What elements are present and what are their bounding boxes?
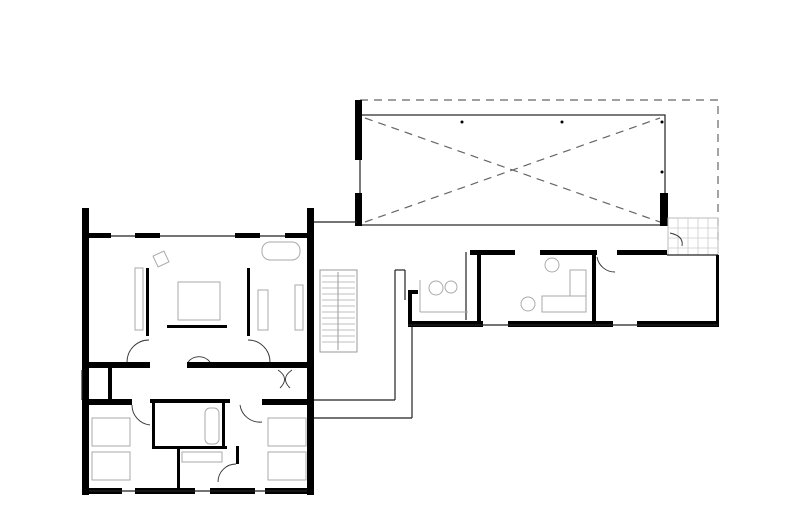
chair bbox=[520, 296, 536, 312]
stair bbox=[319, 269, 358, 353]
bed bbox=[267, 451, 307, 481]
door-swing bbox=[596, 256, 616, 273]
chair bbox=[444, 280, 458, 294]
chair bbox=[152, 250, 170, 268]
wall-post bbox=[355, 193, 362, 226]
sink-counter bbox=[294, 284, 304, 331]
chair bbox=[428, 280, 444, 296]
bed bbox=[91, 417, 131, 447]
chair bbox=[544, 257, 560, 273]
door-swing bbox=[126, 339, 150, 363]
sink-counter bbox=[181, 451, 223, 463]
door-swing bbox=[247, 339, 271, 363]
column-dot bbox=[560, 120, 564, 124]
terrace-outline bbox=[359, 114, 666, 226]
roof-outline bbox=[360, 99, 719, 240]
sofa bbox=[541, 269, 587, 313]
bed bbox=[267, 417, 307, 447]
tiled-area bbox=[667, 217, 719, 256]
column-dot bbox=[460, 120, 464, 124]
corridor bbox=[313, 221, 413, 419]
exterior-wall bbox=[82, 208, 89, 495]
exterior-wall bbox=[307, 208, 314, 495]
wall-post bbox=[660, 193, 668, 226]
desk bbox=[134, 267, 144, 331]
column-dot bbox=[660, 170, 664, 174]
bathtub bbox=[204, 407, 220, 445]
door-swing bbox=[187, 356, 211, 363]
door-swing bbox=[131, 404, 151, 426]
door-swing bbox=[277, 369, 293, 389]
vanity bbox=[257, 289, 269, 331]
terrace bbox=[355, 99, 719, 240]
bed bbox=[177, 281, 221, 321]
wall-post bbox=[355, 100, 362, 160]
furniture bbox=[419, 257, 587, 313]
left-wing bbox=[81, 208, 314, 495]
right-wing bbox=[404, 250, 719, 327]
door-swing bbox=[217, 463, 237, 483]
void-cross bbox=[364, 117, 661, 223]
column-dot bbox=[660, 120, 664, 124]
furniture bbox=[91, 241, 307, 481]
bed bbox=[91, 451, 131, 481]
door-swing bbox=[239, 404, 263, 423]
door-swing bbox=[669, 232, 683, 247]
bathtub bbox=[261, 241, 301, 261]
